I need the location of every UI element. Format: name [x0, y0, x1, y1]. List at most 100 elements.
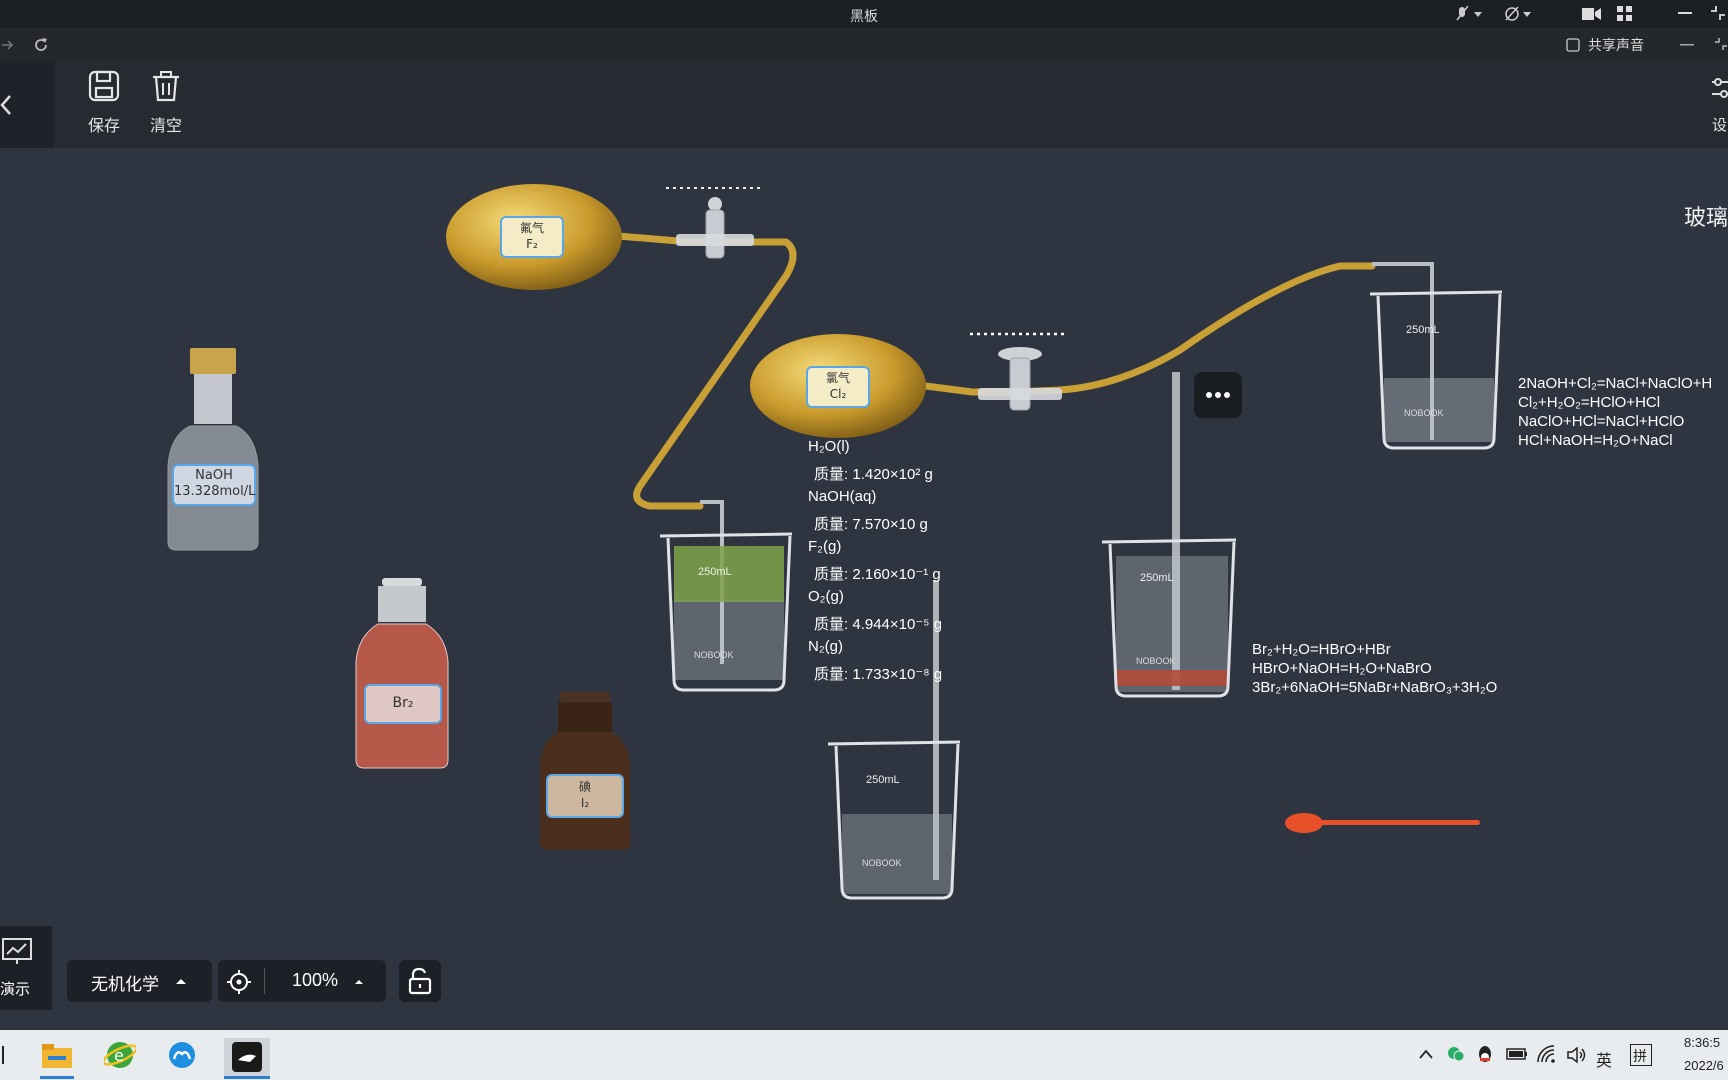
beaker-1[interactable] [656, 530, 798, 694]
bottle-naoh-conc: 13.328mol/L [174, 484, 256, 499]
demo-label: 演示 [0, 981, 31, 998]
task-view-icon[interactable] [0, 1044, 8, 1066]
beaker-1-volume: 250mL [698, 566, 732, 578]
clear-button[interactable]: 清空 [136, 70, 196, 136]
beaker-3[interactable] [824, 738, 966, 902]
battery-icon[interactable] [1506, 1048, 1528, 1060]
ime-language-indicator[interactable]: 英 [1596, 1051, 1613, 1070]
lock-button[interactable] [399, 960, 441, 1002]
system-clock[interactable]: 8:36:5 2022/6 [1684, 1034, 1728, 1080]
readout-value-h2o: 质量: 1.420×10² g [814, 466, 933, 483]
zoom-divider [264, 968, 265, 994]
refresh-icon[interactable] [32, 36, 50, 54]
blackboard-glyph-icon [232, 1042, 262, 1072]
readout-name-naoh: NaOH(aq) [808, 488, 877, 505]
zoom-level[interactable]: 100% [292, 970, 339, 990]
equation-cl-3: NaClO+HCl=NaCl+HClO [1518, 413, 1685, 430]
chevron-left-icon[interactable] [0, 94, 12, 116]
panel-minimize-icon[interactable] [1680, 44, 1694, 47]
video-icon[interactable] [1582, 7, 1602, 21]
browser-navbar: 共享声音 [0, 28, 1728, 62]
bottle-naoh[interactable] [162, 346, 264, 552]
save-button[interactable]: 保存 [74, 70, 134, 136]
blackboard-app-icon[interactable] [224, 1038, 270, 1076]
stopcock-valve-cl2[interactable] [966, 330, 1070, 420]
volume-icon[interactable] [1566, 1046, 1588, 1064]
tray-chevron-up-icon[interactable] [1418, 1048, 1434, 1060]
zoom-controls: 100% [218, 960, 386, 1002]
back-button[interactable] [0, 62, 54, 148]
forward-icon[interactable] [0, 38, 14, 52]
glass-category-label[interactable]: 玻璃 [1684, 205, 1728, 230]
camera-muted-icon[interactable] [1505, 6, 1535, 22]
unlock-icon [408, 967, 432, 995]
share-audio-label[interactable]: 共享声音 [1588, 37, 1644, 53]
stopcock-valve-f2[interactable] [662, 184, 766, 270]
browser-icon[interactable]: e [104, 1040, 136, 1070]
ime-mode-indicator[interactable]: 拼 [1630, 1044, 1652, 1066]
readout-value-n2: 质量: 1.733×10⁻⁸ g [814, 666, 943, 683]
window-title: 黑板 [850, 9, 878, 25]
medicine-spoon[interactable] [1284, 810, 1486, 836]
taskbar-active-indicator-2 [224, 1076, 270, 1079]
beaker-1-brand: NOBOOK [694, 650, 734, 660]
beaker-2-volume: 250mL [1140, 572, 1174, 584]
demo-button[interactable]: 演示 [0, 926, 52, 1010]
equation-br-3: 3Br₂+6NaOH=5NaBr+NaBrO₃+3H₂O [1252, 679, 1498, 696]
settings-label: 设 [1712, 117, 1728, 134]
wechat-tray-icon[interactable] [1446, 1044, 1466, 1064]
beaker-4[interactable] [1366, 288, 1508, 452]
readout-value-naoh: 质量: 7.570×10 g [814, 516, 928, 533]
bulb-f2-formula: F₂ [526, 237, 538, 251]
svg-text:e: e [114, 1046, 124, 1065]
clear-label: 清空 [149, 116, 182, 135]
mic-muted-icon[interactable] [1456, 6, 1486, 22]
more-options-button[interactable] [1194, 372, 1242, 418]
equation-cl-2: Cl₂+H₂O₂=HClO+HCl [1518, 394, 1661, 411]
equation-br-2: HBrO+NaOH=H₂O+NaBrO [1252, 660, 1432, 677]
category-selector[interactable]: 无机化学 [67, 960, 212, 1002]
bulb-cl2-label: 氯气 Cl₂ [806, 366, 870, 408]
bottle-br2[interactable] [352, 578, 452, 770]
bottle-i2-name: 碘 [578, 780, 591, 794]
beaker-2[interactable] [1098, 536, 1242, 700]
equations-bromine: Br₂+H₂O=HBrO+HBr HBrO+NaOH=H₂O+NaBrO 3Br… [1252, 640, 1497, 697]
equation-cl-4: HCl+NaOH=H₂O+NaCl [1518, 432, 1673, 449]
readout-name-o2: O₂(g) [808, 588, 844, 605]
experiment-canvas[interactable] [0, 148, 1728, 1030]
bottle-i2-label: 碘 I₂ [546, 774, 624, 818]
taskbar-active-indicator [40, 1076, 74, 1079]
locate-icon[interactable] [226, 969, 252, 995]
panel-expand-icon[interactable] [1714, 37, 1728, 51]
bulb-f2-label: 氟气 F₂ [500, 216, 564, 258]
share-audio-checkbox[interactable] [1566, 38, 1580, 52]
equation-br-1: Br₂+H₂O=HBrO+HBr [1252, 641, 1391, 658]
zoom-caret-up-icon[interactable] [354, 977, 364, 985]
trash-icon [153, 71, 179, 102]
presentation-icon [2, 938, 32, 964]
readout-value-o2: 质量: 4.944×10⁻⁵ g [814, 616, 942, 633]
window-titlebar: 黑板 [0, 0, 1728, 28]
layout-grid-icon[interactable] [1617, 6, 1633, 22]
qq-tray-icon[interactable] [1476, 1044, 1494, 1064]
readout-name-f2: F₂(g) [808, 538, 842, 555]
clock-date: 2022/6 [1684, 1058, 1724, 1073]
windows-taskbar [0, 1030, 1728, 1080]
bottle-i2[interactable] [538, 692, 632, 852]
save-label: 保存 [87, 116, 120, 135]
meeting-app-icon[interactable] [166, 1040, 198, 1070]
bulb-cl2-formula: Cl₂ [829, 387, 847, 401]
beaker-4-brand: NOBOOK [1404, 408, 1444, 418]
collapse-icon[interactable] [1710, 5, 1726, 21]
minimize-icon[interactable] [1678, 12, 1692, 16]
category-label: 无机化学 [91, 975, 159, 994]
readout-name-n2: N₂(g) [808, 638, 843, 655]
settings-button[interactable]: 设 [1710, 76, 1728, 136]
bottle-i2-formula: I₂ [580, 796, 590, 810]
beaker-4-volume: 250mL [1406, 324, 1440, 336]
wifi-icon[interactable] [1536, 1044, 1558, 1064]
file-explorer-icon[interactable] [40, 1040, 74, 1070]
equation-cl-1: 2NaOH+Cl₂=NaCl+NaClO+H [1518, 375, 1713, 392]
readout-name-h2o: H₂O(l) [808, 438, 850, 455]
